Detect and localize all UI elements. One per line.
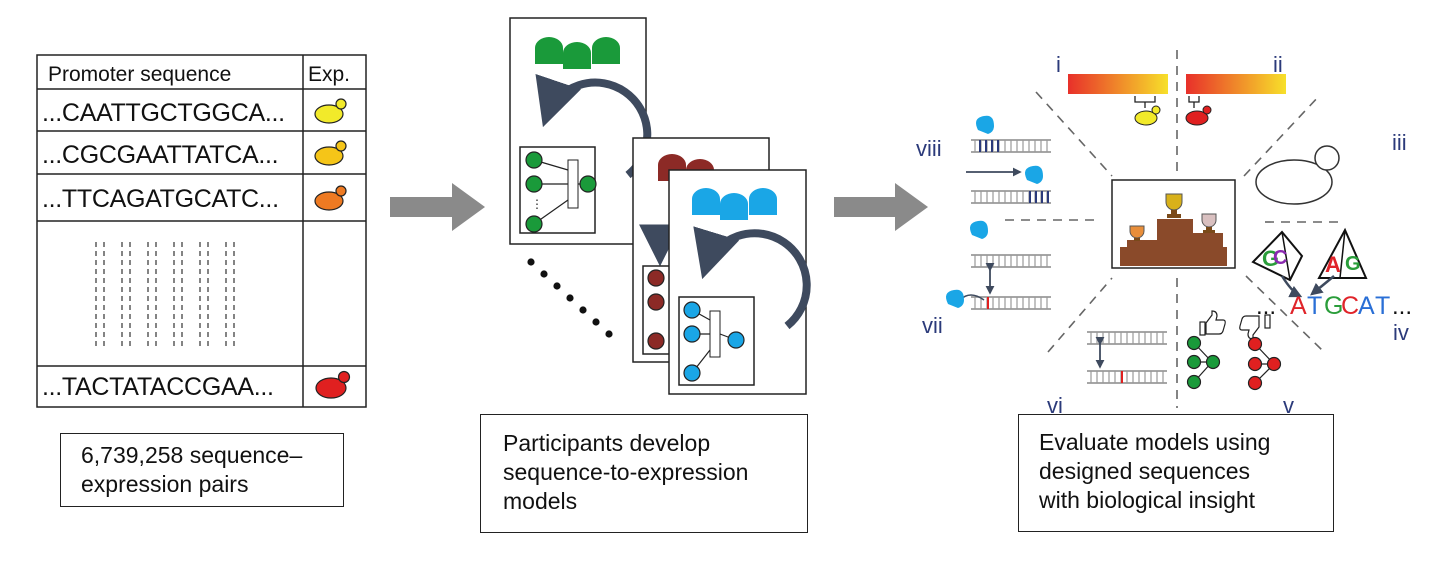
arrow-icon-1: [390, 183, 485, 231]
pyramid-letter: G: [1262, 246, 1279, 271]
pyramid-icon-1: G C: [1251, 230, 1304, 282]
dna-shelf-section-vi: [1086, 331, 1168, 384]
yeast-factor-icon: [970, 220, 988, 239]
arrow-icon-2: [834, 183, 928, 231]
dna-letter: T: [1375, 292, 1390, 320]
section-label-viii: viii: [916, 136, 942, 161]
caption-evaluate: Evaluate models using designed sequences…: [1018, 414, 1334, 532]
dna-letter: G: [1324, 292, 1343, 320]
yeast-factor-icon: [1025, 165, 1043, 184]
trophy-gold-icon: [1165, 193, 1183, 218]
yeast-icon-row-1: [314, 98, 347, 124]
caption-line: Participants develop: [503, 430, 711, 456]
dna-letter: T: [1307, 292, 1322, 320]
caption-line: models: [503, 488, 578, 514]
section-label-vii: vii: [922, 313, 943, 338]
network-bad-icon: [1247, 336, 1282, 391]
caption-line: sequence-to-expression: [503, 459, 749, 485]
dna-shelf-section-viii: [966, 115, 1052, 204]
caption-line: designed sequences: [1039, 458, 1250, 484]
neural-network-icon-blue: [683, 301, 745, 382]
caption-line: expression pairs: [81, 471, 249, 497]
pyramid-icon-2: A G: [1317, 227, 1368, 279]
yeast-factor-icon: [976, 115, 994, 134]
model-group-icon-green: [535, 37, 620, 69]
thumbs-down-icon: [1239, 314, 1271, 340]
yeast-factor-icon: [946, 289, 964, 308]
pyramid-letter: C: [1273, 247, 1287, 269]
model-card-blue: [668, 169, 811, 395]
yeast-icon-row-4: [315, 370, 351, 399]
svg-text:⋮: ⋮: [531, 197, 543, 211]
trophy-silver-icon: [1201, 213, 1217, 233]
section-label-i: i: [1056, 52, 1061, 77]
caption-line: 6,739,258 sequence–: [81, 442, 303, 468]
trophy-bronze-icon: [1129, 225, 1145, 241]
section-label-v: v: [1283, 393, 1294, 418]
ellipsis-dashes: [95, 242, 235, 350]
sequence-row-3: ...TTCAGATGCATC...: [42, 185, 279, 213]
pyramid-letter: A: [1325, 252, 1341, 277]
header-promoter-sequence: Promoter sequence: [48, 63, 231, 86]
sequence-table: Promoter sequence Exp. ...CAATTGCTGGCA..…: [36, 54, 367, 408]
network-good-icon: [1186, 335, 1221, 390]
expression-gradient-i: [1068, 74, 1168, 94]
section-label-iv: iv: [1393, 320, 1409, 345]
caption-dataset: 6,739,258 sequence– expression pairs: [60, 433, 344, 507]
sequence-row-4: ...TACTATACCGAA...: [42, 373, 274, 401]
expression-gradient-ii: [1186, 74, 1286, 94]
yeast-icon-section-ii: [1185, 105, 1212, 126]
pyramid-letter: G: [1345, 253, 1361, 275]
caption-line: Evaluate models using: [1039, 429, 1271, 455]
yeast-icon-row-2: [314, 140, 347, 166]
dna-shelf-section-vii: [946, 220, 1052, 310]
thumbs-up-icon: [1199, 310, 1226, 336]
section-label-vi: vi: [1047, 393, 1063, 418]
sequence-row-2: ...CGCGAATTATCA...: [42, 141, 278, 169]
dna-letter: C: [1341, 292, 1359, 320]
sequence-row-1: ...CAATTGCTGGCA...: [42, 99, 285, 127]
dna-letter: A: [1290, 292, 1307, 320]
yeast-icon-row-3: [314, 185, 347, 211]
section-label-ii: ii: [1273, 52, 1283, 77]
dna-prefix: ...: [1256, 293, 1276, 320]
dna-suffix: ...: [1392, 293, 1412, 320]
yeast-icon-section-i: [1134, 105, 1161, 126]
model-card-green: ⋮: [509, 17, 652, 245]
caption-line: with biological insight: [1039, 487, 1256, 513]
header-expression: Exp.: [308, 63, 350, 86]
neural-network-icon-darkred: [647, 269, 665, 350]
dna-letter: A: [1358, 292, 1375, 320]
yeast-outline-icon: [1255, 145, 1340, 205]
section-label-iii: iii: [1392, 130, 1407, 155]
wheel-dividers: [1005, 50, 1345, 408]
caption-develop: Participants develop sequence-to-express…: [480, 414, 808, 533]
neural-network-icon-green: [525, 151, 597, 233]
more-models-dots: [527, 258, 613, 338]
podium-icon: [1111, 179, 1236, 269]
